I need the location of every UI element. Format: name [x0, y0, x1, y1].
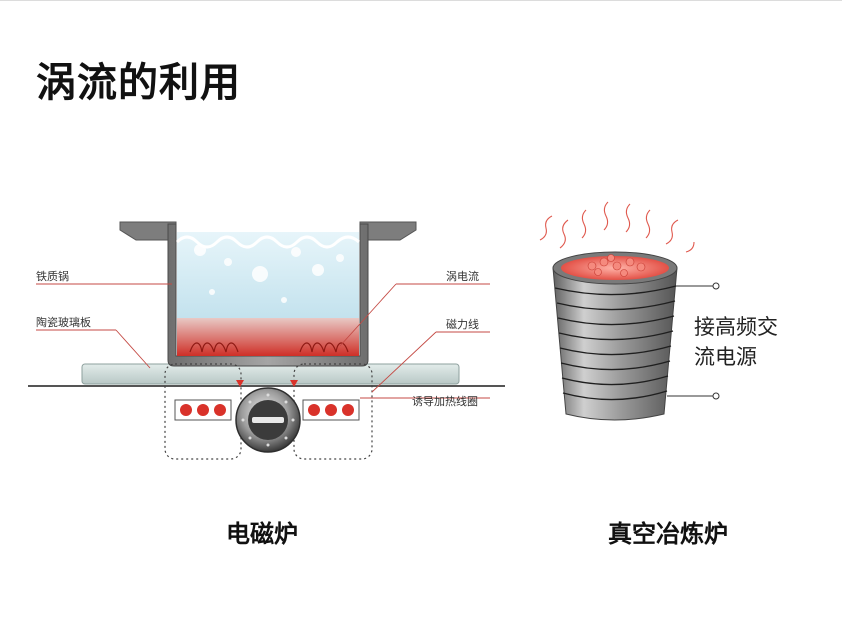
ceramic-glass-plate	[81, 363, 460, 385]
top-divider	[0, 0, 842, 1]
heating-coil-left	[174, 399, 232, 421]
power-terminal-bottom	[712, 392, 720, 400]
heat-waves	[539, 201, 695, 253]
vacuum-furnace-diagram	[539, 201, 720, 421]
eddy-current-loops	[189, 342, 349, 353]
page-title: 涡流的利用	[36, 60, 241, 106]
label-eddy-current: 涡电流	[446, 269, 479, 283]
water-bubbles	[194, 244, 344, 303]
coil-box-left	[164, 363, 242, 460]
leader-lines	[36, 283, 490, 399]
label-ceramic-plate: 陶瓷玻璃板	[36, 315, 91, 329]
label-iron-pot: 铁质锅	[36, 270, 69, 283]
label-magnetic-lines: 磁力线	[446, 317, 479, 331]
magnetic-arrow-right	[290, 380, 298, 387]
induction-cooker-diagram: 铁质锅 陶瓷玻璃板 涡电流 磁力线 诱导加热线圈	[28, 221, 505, 460]
molten-chunks	[587, 254, 646, 277]
caption-induction-cooker: 电磁炉	[226, 520, 298, 548]
hf-ac-source-line1: 接高频交	[694, 315, 778, 339]
control-knob	[235, 387, 301, 453]
iron-pot	[167, 223, 369, 367]
caption-vacuum-furnace: 真空冶炼炉	[608, 520, 728, 548]
heating-coil-right	[302, 399, 360, 421]
power-terminal-top	[712, 282, 720, 290]
water-surface	[175, 235, 361, 249]
hf-ac-source-line2: 流电源	[694, 345, 757, 369]
induction-coil	[554, 285, 677, 401]
magnetic-arrow-left	[236, 380, 244, 387]
label-heating-coil: 诱导加热线圈	[412, 394, 478, 408]
hf-ac-source-label: 接高频交 流电源	[694, 312, 778, 372]
power-leads	[667, 285, 713, 397]
heated-pot-bottom	[177, 318, 359, 356]
